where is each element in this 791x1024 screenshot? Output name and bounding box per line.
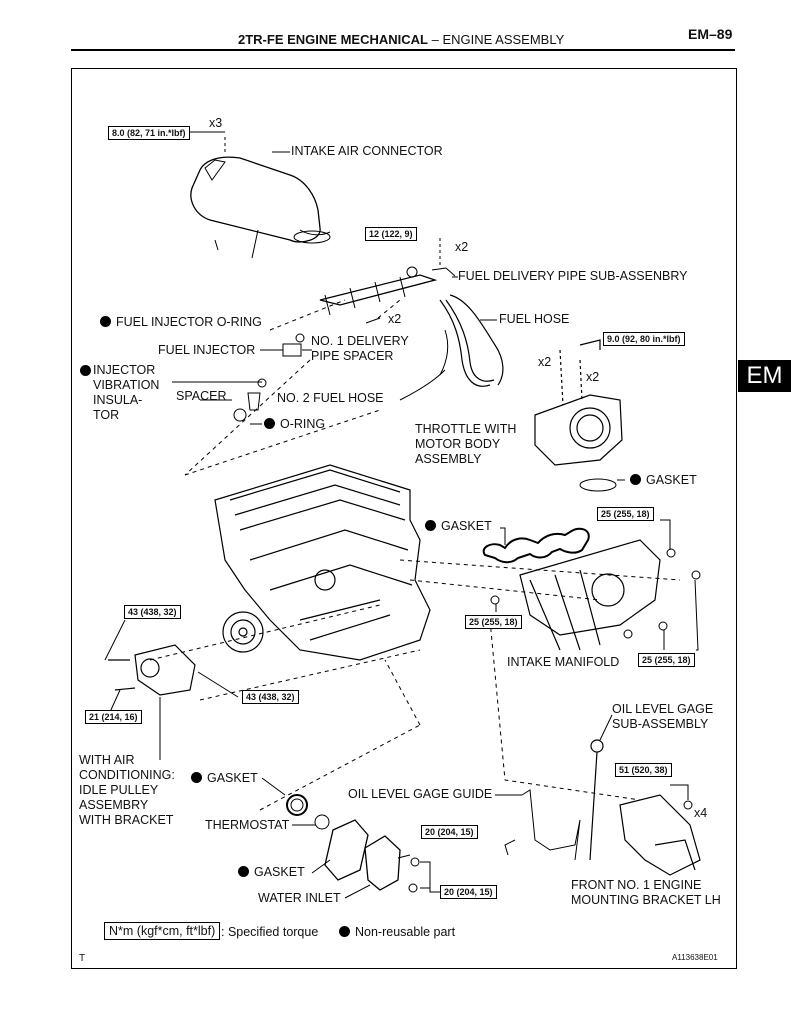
nonreusable-bullet-icon (339, 926, 350, 937)
qty-x2-delivery: x2 (455, 240, 469, 254)
header-rule (71, 49, 735, 51)
torque-spec-manifold-left: 25 (255, 18) (465, 615, 522, 629)
nonreusable-bullet-icon (630, 474, 641, 485)
figure-code: A113638E01 (672, 953, 718, 962)
label-water-inlet: WATER INLET (258, 891, 341, 905)
throttle-body-part (534, 339, 623, 466)
header-subsection: ENGINE ASSEMBLY (442, 32, 565, 47)
label-fuel-injector: FUEL INJECTOR (158, 343, 256, 357)
label-gasket-manifold: GASKET (425, 519, 492, 534)
engine-block-part (214, 464, 431, 661)
nonreusable-bullet-icon (100, 316, 111, 327)
label-gasket-thermostat: GASKET (191, 771, 258, 786)
nonreusable-bullet-icon (264, 418, 275, 429)
intake-air-connector-part (190, 137, 331, 259)
label-idle-pulley-bracket: WITH AIR CONDITIONING: IDLE PULLEY ASSEM… (79, 753, 175, 827)
label-throttle-body: THROTTLE WITH MOTOR BODY ASSEMBLY (415, 422, 517, 466)
nonreusable-bullet-icon (80, 365, 91, 376)
torque-spec-intake-connector: 8.0 (82, 71 in.*lbf) (108, 126, 190, 140)
label-front-mount-bracket: FRONT NO. 1 ENGINE MOUNTING BRACKET LH (571, 878, 721, 907)
label-no2-fuel-hose: NO. 2 FUEL HOSE (277, 391, 384, 405)
label-no1-delivery-pipe-spacer: NO. 1 DELIVERY PIPE SPACER (311, 334, 409, 363)
diagram-frame (71, 68, 737, 969)
manifold-gasket-part (482, 527, 590, 564)
legend-torque-text: : Specified torque (221, 925, 319, 939)
nonreusable-bullet-icon (191, 772, 202, 783)
label-fuel-injector-oring: FUEL INJECTOR O-RING (100, 315, 262, 330)
torque-spec-pulley-upper: 43 (438, 32) (124, 605, 181, 619)
page-header-title: 2TR-FE ENGINE MECHANICAL – ENGINE ASSEMB… (238, 32, 564, 47)
label-oil-level-gage: OIL LEVEL GAGE SUB-ASSEMBLY (612, 702, 714, 731)
qty-x2-spacer: x2 (388, 312, 402, 326)
fuel-delivery-pipe-part (319, 238, 456, 316)
legend-nonreusable: Non-reusable part (339, 925, 455, 939)
torque-spec-gage-guide: 20 (204, 15) (421, 825, 478, 839)
label-spacer: SPACER (176, 389, 227, 403)
footer-left-mark: T (79, 953, 86, 964)
intake-manifold-part (519, 539, 661, 651)
torque-spec-water-inlet: 20 (204, 15) (440, 885, 497, 899)
header-section: 2TR-FE ENGINE MECHANICAL (238, 32, 428, 47)
front-bracket-part (619, 794, 701, 876)
label-fuel-hose: FUEL HOSE (499, 312, 570, 326)
page-number: EM–89 (688, 26, 733, 42)
idle-pulley-bracket-part (108, 644, 196, 696)
legend-torque-unit: N*m (kgf*cm, ft*lbf) (104, 922, 221, 940)
nonreusable-bullet-icon (425, 520, 436, 531)
label-intake-air-connector: INTAKE AIR CONNECTOR (291, 144, 443, 158)
label-gasket-throttle: GASKET (630, 473, 697, 488)
label-gasket-water-inlet: GASKET (238, 865, 305, 880)
section-tab: EM (738, 360, 791, 392)
header-separator: – (431, 32, 439, 47)
torque-spec-manifold-lower: 25 (255, 18) (638, 653, 695, 667)
label-fuel-delivery-pipe: FUEL DELIVERY PIPE SUB-ASSENBRY (458, 269, 688, 283)
torque-spec-pulley-lower: 21 (214, 16) (85, 710, 142, 724)
qty-x3: x3 (209, 116, 223, 130)
torque-spec-throttle-body: 9.0 (92, 80 in.*lbf) (603, 332, 685, 346)
torque-spec-manifold-upper: 25 (255, 18) (597, 507, 654, 521)
qty-x4: x4 (694, 806, 708, 820)
nonreusable-bullet-icon (238, 866, 249, 877)
label-intake-manifold: INTAKE MANIFOLD (507, 655, 620, 669)
label-thermostat: THERMOSTAT (205, 818, 290, 832)
label-oring: O-RING (264, 417, 325, 432)
qty-x2-throttle-right: x2 (586, 370, 600, 384)
qty-x2-throttle-left: x2 (538, 355, 552, 369)
torque-spec-delivery-pipe: 12 (122, 9) (365, 227, 417, 241)
torque-spec-mount-bracket: 51 (520, 38) (615, 763, 672, 777)
torque-spec-pulley-right: 43 (438, 32) (242, 690, 299, 704)
oil-gage-part (589, 739, 604, 861)
label-oil-level-gage-guide: OIL LEVEL GAGE GUIDE (348, 787, 493, 801)
